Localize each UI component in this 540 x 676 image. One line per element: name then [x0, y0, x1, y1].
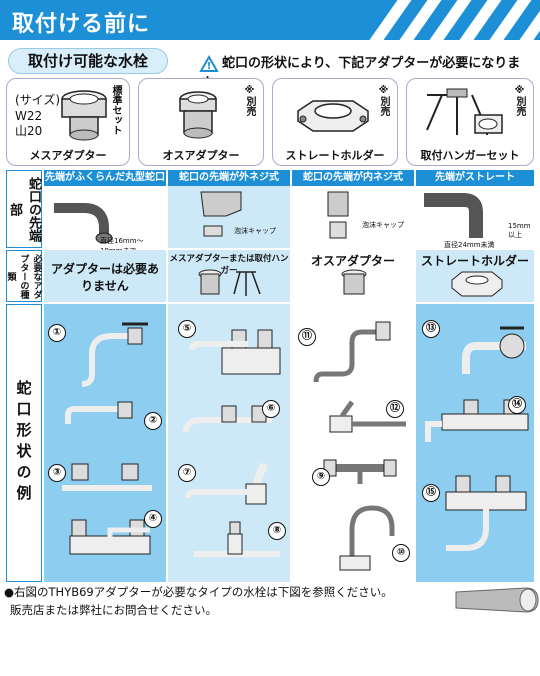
faucet-cell-inner: ⑪ ⑫ ⑨ ⑩ [292, 304, 414, 582]
header-bar: 取付ける前に [0, 0, 540, 40]
faucet-number: ⑦ [178, 464, 196, 482]
faucet-14-icon [425, 399, 529, 442]
col-head-outer-thread: 蛇口の先端が外ネジ式 [168, 170, 290, 186]
male-adapter-small-icon [341, 269, 367, 295]
faucet-6-icon [183, 405, 272, 433]
adapter-none-text: アダプターは必要ありません [50, 262, 159, 293]
adapter-straight-text: ストレートホルダー [420, 254, 529, 268]
adapter-label: 取付ハンガーセット [420, 149, 520, 162]
tip-note: 泡沫キャップ [234, 227, 276, 235]
hanger-set-icon [426, 88, 503, 135]
inner-thread-tip-icon [327, 191, 349, 239]
faucet-9-icon [323, 459, 397, 484]
svg-text:!: ! [207, 61, 212, 72]
adapter-cell-straight: ストレートホルダー [416, 250, 534, 302]
faucet-number: ⑩ [392, 544, 410, 562]
faucet-number: ⑫ [386, 400, 404, 418]
faucet-4-icon [69, 519, 151, 555]
adapter-card-female: (サイズ) W22 山20 標準セット メスアダプター [6, 78, 130, 166]
faucet-number: ③ [48, 464, 66, 482]
faucet-number: ⑪ [298, 328, 316, 346]
faucet-cell-outer: ⑤ ⑥ ⑦ ⑧ [168, 304, 290, 582]
page-title: 取付ける前に [12, 12, 151, 37]
size-yama20: 山20 [15, 124, 43, 139]
thyb69-adapter-photo [455, 587, 539, 613]
male-adapter-icon [179, 91, 217, 139]
faucet-grid: 蛇口の先端部 必要なアダプターの種類 蛇口形状の例 先端がふくらんだ丸型蛇口 蛇… [6, 170, 534, 582]
section-pill: 取付け可能な水栓 [8, 48, 168, 74]
straight-holder-icon [297, 100, 369, 132]
faucet-number: ⑭ [508, 396, 526, 414]
tip-cell-inner: 泡沫キャップ [292, 186, 414, 248]
faucet-number: ⑮ [422, 484, 440, 502]
size-w22: W22 [15, 108, 43, 123]
tip-cell-round: 直径16mm〜19mmまで [44, 186, 166, 255]
adapter-card-male: ※別売 オスアダプター [138, 78, 264, 166]
faucet-cell-round: ① ② ③ ④ [44, 304, 166, 582]
faucet-13-icon [462, 326, 526, 374]
faucet-1-icon [81, 322, 148, 387]
row-head-adapter: 必要なアダプターの種類 [6, 250, 42, 302]
size-label: (サイズ) [15, 93, 61, 107]
outer-thread-tip-icon [200, 191, 242, 237]
size-list: (サイズ) W22 山20 [15, 93, 60, 140]
faucet-number: ⑧ [268, 522, 286, 540]
faucet-number: ⑬ [422, 320, 440, 338]
faucet-number: ⑥ [262, 400, 280, 418]
row-head-tip: 蛇口の先端部 [6, 170, 42, 248]
row-head-faucet: 蛇口形状の例 [6, 304, 42, 582]
adapter-note: ※別売 [378, 85, 389, 116]
faucet-8-icon [194, 521, 280, 557]
faucet-number: ① [48, 324, 66, 342]
faucet-10-icon [339, 505, 395, 571]
adapter-note: ※別売 [244, 85, 255, 116]
col-head-round: 先端がふくらんだ丸型蛇口 [44, 170, 166, 186]
faucet-cell-straight: ⑬ ⑭ ⑮ [416, 304, 534, 582]
faucet-7-icon [185, 462, 268, 505]
female-or-hanger-icon [198, 269, 261, 296]
faucet-number: ⑨ [312, 468, 330, 486]
tip-note: 泡沫キャップ [362, 221, 404, 229]
adapter-cell-male: オスアダプター [292, 250, 414, 302]
adapter-card-hanger: ※別売 取付ハンガーセット [406, 78, 534, 166]
adapter-male-text: オスアダプター [310, 254, 395, 268]
faucet-5-icon [189, 329, 281, 375]
faucet-11-12-icon [313, 321, 406, 433]
faucet-15-icon [445, 475, 527, 551]
faucet-2-icon [65, 401, 133, 424]
adapter-label: オスアダプター [162, 149, 240, 162]
female-adapter-icon [61, 90, 107, 141]
adapter-cell-female: メスアダプターまたは取付ハンガー [168, 250, 290, 302]
col-head-straight: 先端がストレート [416, 170, 534, 186]
adapter-label: メスアダプター [29, 149, 107, 162]
adapter-female-text: メスアダプターまたは取付ハンガー [169, 254, 289, 276]
footer-line-2: 販売店または弊社にお問合せください。 [10, 602, 217, 617]
faucet-number: ⑤ [178, 320, 196, 338]
adapter-note: ※別売 [514, 85, 525, 116]
faucet-number: ② [144, 412, 162, 430]
tip-note: 15mm以上 [508, 222, 531, 239]
faucet-number: ④ [144, 510, 162, 528]
tip-note: 直径24mm未満 [444, 241, 495, 249]
tip-cell-straight: 15mm以上 直径24mm未満 [416, 186, 534, 249]
footer-line-1: ●右図のTHYB69アダプターが必要なタイプの水栓は下図を参照ください。 [4, 585, 393, 599]
straight-holder-small-icon [451, 271, 503, 297]
faucet-3-icon [62, 463, 152, 491]
footer-note: ●右図のTHYB69アダプターが必要なタイプの水栓は下図を参照ください。 販売店… [4, 584, 393, 620]
adapter-cell-none: アダプターは必要ありません [44, 250, 166, 302]
warning-icon: ! [199, 54, 219, 72]
tip-cell-outer: 泡沫キャップ [168, 186, 290, 248]
col-head-inner-thread: 蛇口の先端が内ネジ式 [292, 170, 414, 186]
round-tip-icon [54, 203, 113, 244]
adapter-label: ストレートホルダー [285, 149, 385, 162]
straight-tip-icon [424, 193, 483, 238]
adapter-card-straight: ※別売 ストレートホルダー [272, 78, 398, 166]
adapter-note: 標準セット [110, 85, 121, 135]
